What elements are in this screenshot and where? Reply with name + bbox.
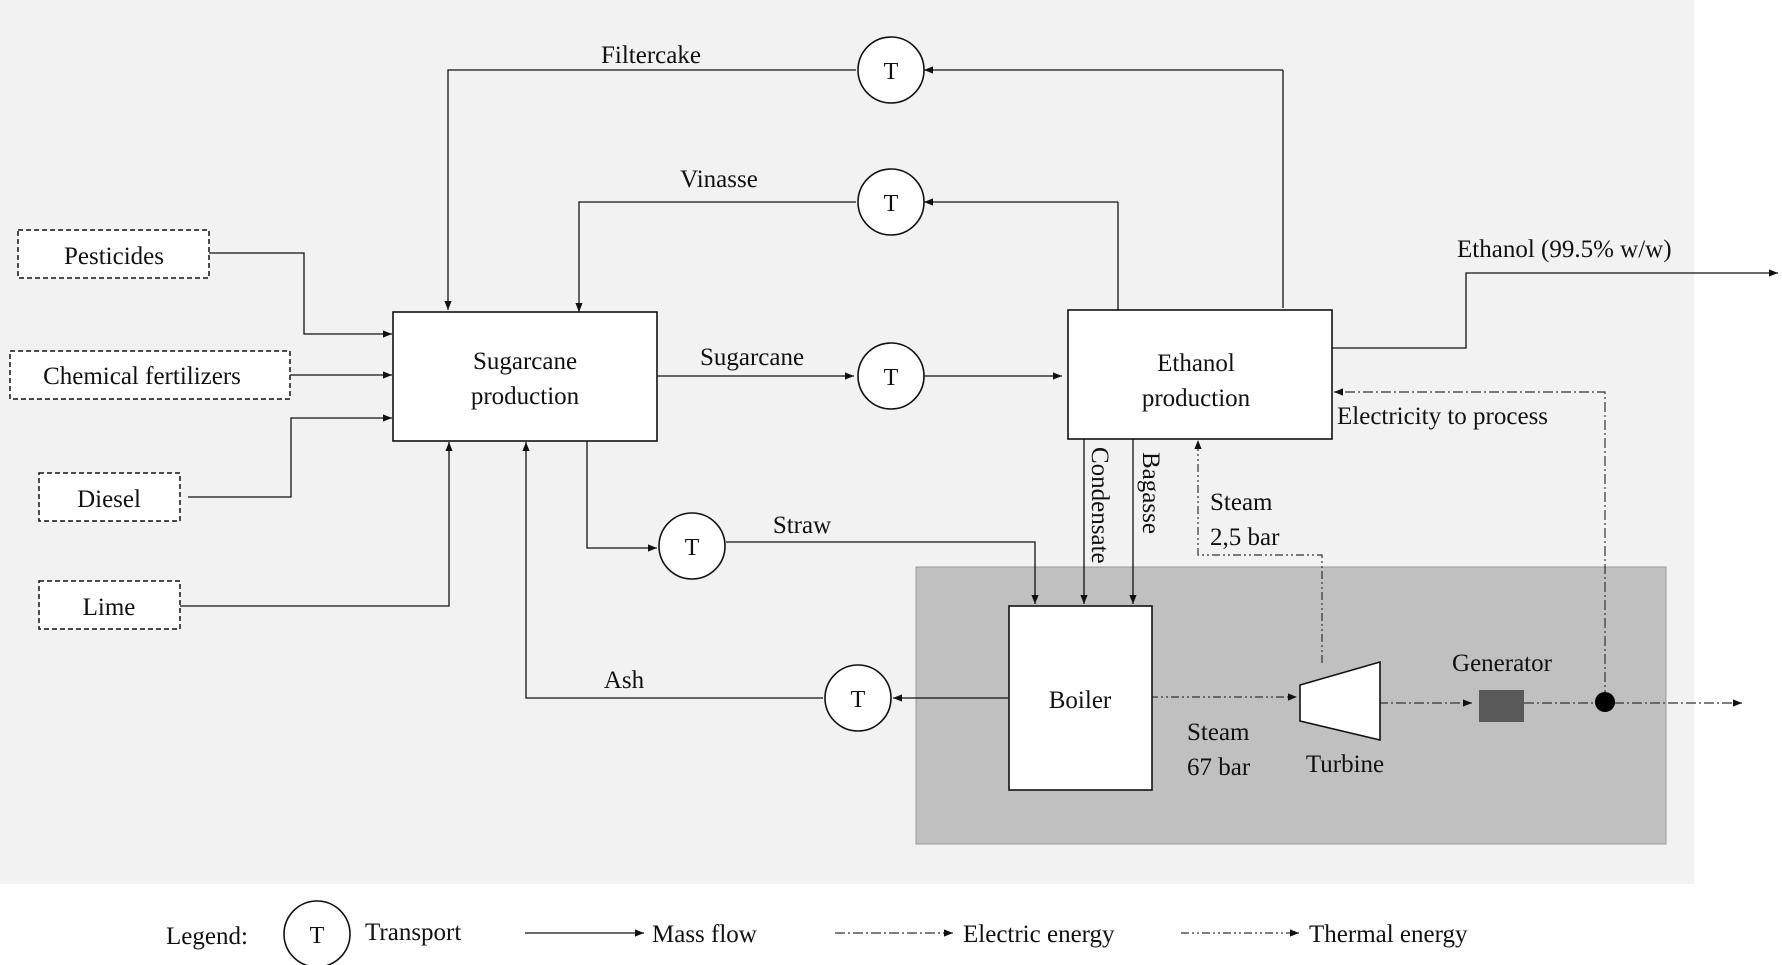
legend-transport-label: Transport (365, 919, 461, 946)
transport-circle-straw (658, 512, 726, 580)
transport-symbol-filtercake: T (884, 59, 899, 85)
legend-transport-circle (283, 900, 351, 965)
flow-label-vinasse: Vinasse (680, 166, 758, 193)
input-label-pesticides: Pesticides (64, 243, 164, 270)
flow-label-steam-low-line2: 2,5 bar (1210, 524, 1280, 551)
flow-ethanol-output (1330, 269, 1778, 349)
sugarcane-production-label-line1: Sugarcane (473, 348, 577, 375)
flow-straw-t-to-boiler (726, 541, 1039, 604)
transport-symbol-straw: T (685, 535, 700, 561)
boiler-box (1008, 605, 1153, 791)
flow-label-ash: Ash (604, 667, 645, 694)
flow-straw-to-t (586, 441, 657, 552)
input-label-chemical-fertilizers: Chemical fertilizers (43, 363, 241, 390)
input-box-lime (38, 580, 181, 630)
sugarcane-production-label-line2: production (471, 383, 580, 410)
turbine-label: Turbine (1306, 751, 1384, 778)
transport-circle-ash (824, 664, 892, 732)
transport-circle-filtercake (857, 36, 925, 104)
input-box-chemical-fertilizers (9, 350, 291, 400)
flow-lime (179, 442, 453, 607)
transport-symbol-sugarcane: T (884, 365, 899, 391)
electric-to-process (1334, 388, 1606, 700)
flow-label-electricity-to-process: Electricity to process (1337, 403, 1548, 430)
ethanol-production-label-line1: Ethanol (1157, 350, 1235, 377)
thermal-steam-2-5bar (1194, 440, 1323, 663)
input-box-pesticides (17, 229, 210, 279)
ethanol-production-box (1067, 309, 1333, 440)
flow-label-steam-low-line1: Steam (1210, 489, 1273, 516)
flow-label-steam-high-line1: Steam (1187, 719, 1250, 746)
turbine-shape (1299, 660, 1381, 742)
flow-label-bagasse: Bagasse (1137, 452, 1164, 534)
flow-label-steam-high-line2: 67 bar (1187, 754, 1251, 781)
electric-junction-dot (1595, 692, 1615, 712)
legend-title: Legend: (166, 923, 248, 950)
legend-mass-flow-label: Mass flow (652, 921, 757, 948)
transport-symbol-vinasse: T (884, 191, 899, 217)
sugarcane-production-box (392, 311, 658, 442)
legend-electric-energy-label: Electric energy (963, 921, 1115, 948)
transport-symbol-ash: T (851, 687, 866, 713)
transport-circle-vinasse (857, 168, 925, 236)
flow-label-sugarcane: Sugarcane (700, 344, 804, 371)
input-label-lime: Lime (83, 594, 136, 621)
generator-label: Generator (1452, 650, 1553, 677)
legend-thermal-energy-label: Thermal energy (1309, 921, 1468, 948)
input-box-diesel (38, 472, 181, 522)
flow-diesel (188, 414, 392, 498)
flow-label-condensate: Condensate (1086, 447, 1113, 564)
boiler-label: Boiler (1049, 687, 1112, 714)
flow-ash-t-to-sugarcane (522, 442, 823, 699)
flow-vinasse-t-to-sugarcane (575, 201, 856, 312)
flow-filtercake-t-to-sugarcane (444, 69, 856, 310)
generator-block (1479, 690, 1524, 722)
flow-label-filtercake: Filtercake (601, 42, 701, 69)
ethanol-production-label-line2: production (1142, 385, 1251, 412)
flow-label-straw: Straw (773, 512, 831, 539)
flow-pesticides (209, 252, 392, 338)
transport-circle-sugarcane (857, 342, 925, 410)
legend-transport-symbol: T (310, 923, 325, 949)
input-label-diesel: Diesel (77, 486, 141, 513)
flow-label-ethanol-output: Ethanol (99.5% w/w) (1457, 236, 1672, 263)
